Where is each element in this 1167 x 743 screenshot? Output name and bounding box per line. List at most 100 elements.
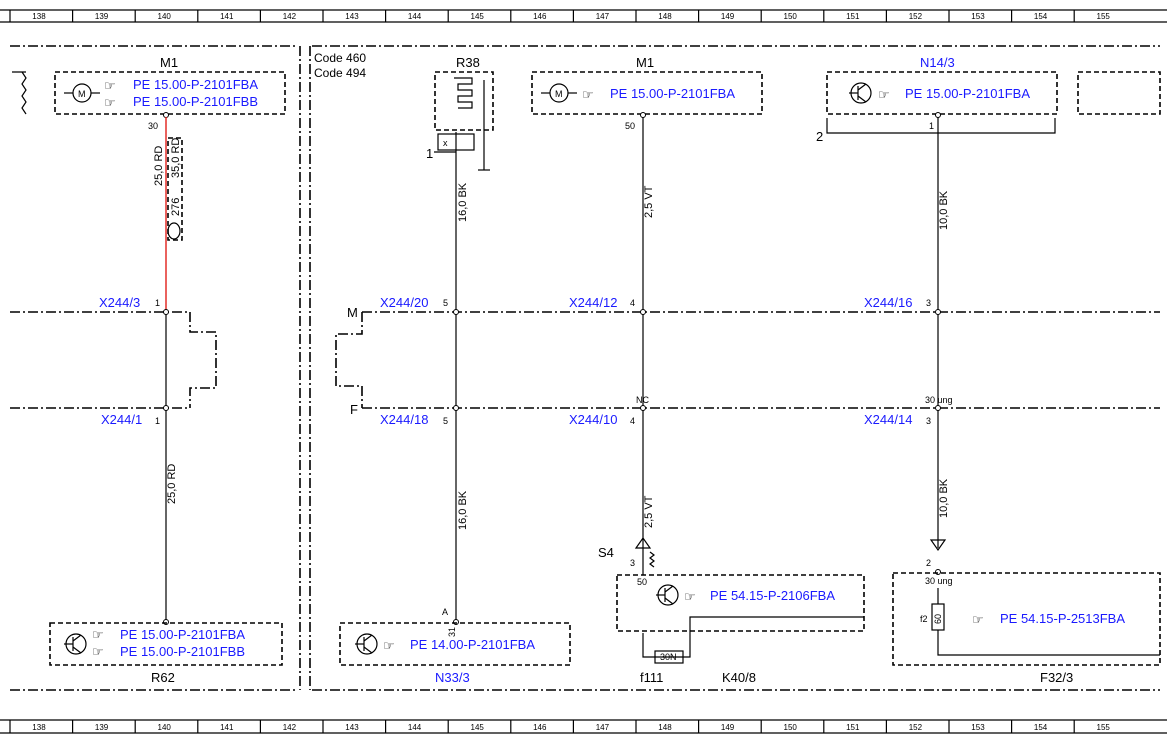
pointer-icon: ☞ <box>972 613 984 628</box>
ruler-label: 146 <box>533 12 547 21</box>
ruler-label: 149 <box>721 12 735 21</box>
pointer-icon: ☞ <box>104 79 116 94</box>
wire-label-w4: 10,0 BK <box>938 190 950 230</box>
svg-text:4: 4 <box>630 416 635 426</box>
ruler-label: 146 <box>533 723 547 732</box>
n14-3-box-adjacent <box>1077 71 1161 115</box>
ruler-label: 155 <box>1097 723 1111 732</box>
n33-3-ref[interactable]: PE 14.00-P-2101FBA <box>410 637 535 652</box>
connector-bottom-2: X244/18 <box>380 412 428 427</box>
ruler-label: 149 <box>721 723 735 732</box>
r38-label: R38 <box>456 55 480 70</box>
m1-left-ref-1[interactable]: PE 15.00-P-2101FBA <box>133 77 258 92</box>
m1-mid-ref[interactable]: PE 15.00-P-2101FBA <box>610 86 735 101</box>
pointer-icon: ☞ <box>684 590 696 605</box>
n14-3-label: N14/3 <box>920 55 955 70</box>
k40-8-pin: 50 <box>637 577 647 587</box>
wire-label-w2: 16,0 BK <box>457 182 469 222</box>
ruler-label: 147 <box>596 12 610 21</box>
ruler-label: 153 <box>971 723 985 732</box>
ruler-label: 144 <box>408 12 422 21</box>
m1-left-ref-2[interactable]: PE 15.00-P-2101FBB <box>133 94 258 109</box>
bus-f-label: F <box>350 402 358 417</box>
n14-3-side: 2 <box>816 129 823 144</box>
n33-3-pin: 31 <box>447 627 457 637</box>
svg-text:M: M <box>78 89 86 99</box>
bus-m-label: M <box>347 305 358 320</box>
pointer-icon: ☞ <box>104 96 116 111</box>
connector-bottom-3: X244/10 <box>569 412 617 427</box>
pointer-icon: ☞ <box>92 645 104 660</box>
s4-label: S4 <box>598 545 614 560</box>
ruler-label: 140 <box>158 12 172 21</box>
r62-ref-2[interactable]: PE 15.00-P-2101FBB <box>120 644 245 659</box>
ruler-label: 145 <box>471 12 485 21</box>
svg-text:30 ung: 30 ung <box>925 576 953 586</box>
f111-label: f111 <box>640 670 663 685</box>
s4-pin: 3 <box>630 558 635 568</box>
r62-ref-1[interactable]: PE 15.00-P-2101FBA <box>120 627 245 642</box>
svg-text:3: 3 <box>926 416 931 426</box>
connector-top-4: X244/16 <box>864 295 912 310</box>
ruler-label: 154 <box>1034 723 1048 732</box>
wire-label-w6: 16,0 BK <box>457 490 469 530</box>
k40-8-ref[interactable]: PE 54.15-P-2106FBA <box>710 588 835 603</box>
f32-3-label: F32/3 <box>1040 670 1073 685</box>
r62-box <box>49 622 283 666</box>
ruler-top <box>0 9 1167 23</box>
ung-label: 30 ung <box>925 395 953 405</box>
n14-3-pin: 1 <box>929 121 934 131</box>
ruler-label: 150 <box>784 12 798 21</box>
ruler-label: 152 <box>909 12 923 21</box>
connector-bottom-4: X244/14 <box>864 412 912 427</box>
ruler-label: 155 <box>1097 12 1111 21</box>
wire-label-w7: 2,5 VT <box>643 495 655 528</box>
ruler-label: 154 <box>1034 12 1048 21</box>
wire-label-w5: 25,0 RD <box>166 464 178 504</box>
ruler-bottom <box>0 719 1167 734</box>
f32-3-pin-2: 2 <box>926 558 931 568</box>
svg-text:4: 4 <box>630 298 635 308</box>
wire-label-w1c: 276 <box>170 198 182 216</box>
ruler-label: 145 <box>471 723 485 732</box>
ruler-label: 148 <box>658 723 672 732</box>
m1-mid-box <box>531 71 763 115</box>
ruler-label: 151 <box>846 12 860 21</box>
bus-loop-left <box>189 312 217 408</box>
k40-8-box <box>616 574 865 632</box>
bus-loop-right <box>335 312 363 408</box>
svg-text:f2: f2 <box>920 614 928 624</box>
ruler-label: 147 <box>596 723 610 732</box>
heater-icon <box>454 77 473 109</box>
ruler-label: 150 <box>784 723 798 732</box>
ruler-label: 139 <box>95 12 109 21</box>
wire-label-w1a: 25,0 RD <box>153 146 165 186</box>
n14-3-ref[interactable]: PE 15.00-P-2101FBA <box>905 86 1030 101</box>
ruler-label: 140 <box>158 723 172 732</box>
pointer-icon: ☞ <box>383 639 395 654</box>
svg-text:x: x <box>443 138 448 148</box>
f32-3-ref[interactable]: PE 54.15-P-2513FBA <box>1000 611 1125 626</box>
pointer-icon: ☞ <box>878 88 890 103</box>
ruler-label: 141 <box>220 723 234 732</box>
splice-icon <box>167 222 181 240</box>
m1-left-break <box>12 71 27 115</box>
n33-3-pin-a: A <box>442 607 448 617</box>
svg-text:3: 3 <box>926 298 931 308</box>
svg-text:1: 1 <box>155 298 160 308</box>
r38-box <box>434 71 494 131</box>
m1-mid-label: M1 <box>636 55 654 70</box>
nc-label: NC <box>636 395 649 405</box>
pointer-icon: ☞ <box>582 88 594 103</box>
wire-label-w3: 2,5 VT <box>643 185 655 218</box>
ruler-label: 143 <box>345 723 359 732</box>
n33-3-box <box>339 622 571 666</box>
arrow-down-icon <box>929 539 947 552</box>
connector-top-1: X244/3 <box>99 295 140 310</box>
k40-8-label: K40/8 <box>722 670 756 685</box>
ruler-label: 139 <box>95 723 109 732</box>
ruler-label: 151 <box>846 723 860 732</box>
